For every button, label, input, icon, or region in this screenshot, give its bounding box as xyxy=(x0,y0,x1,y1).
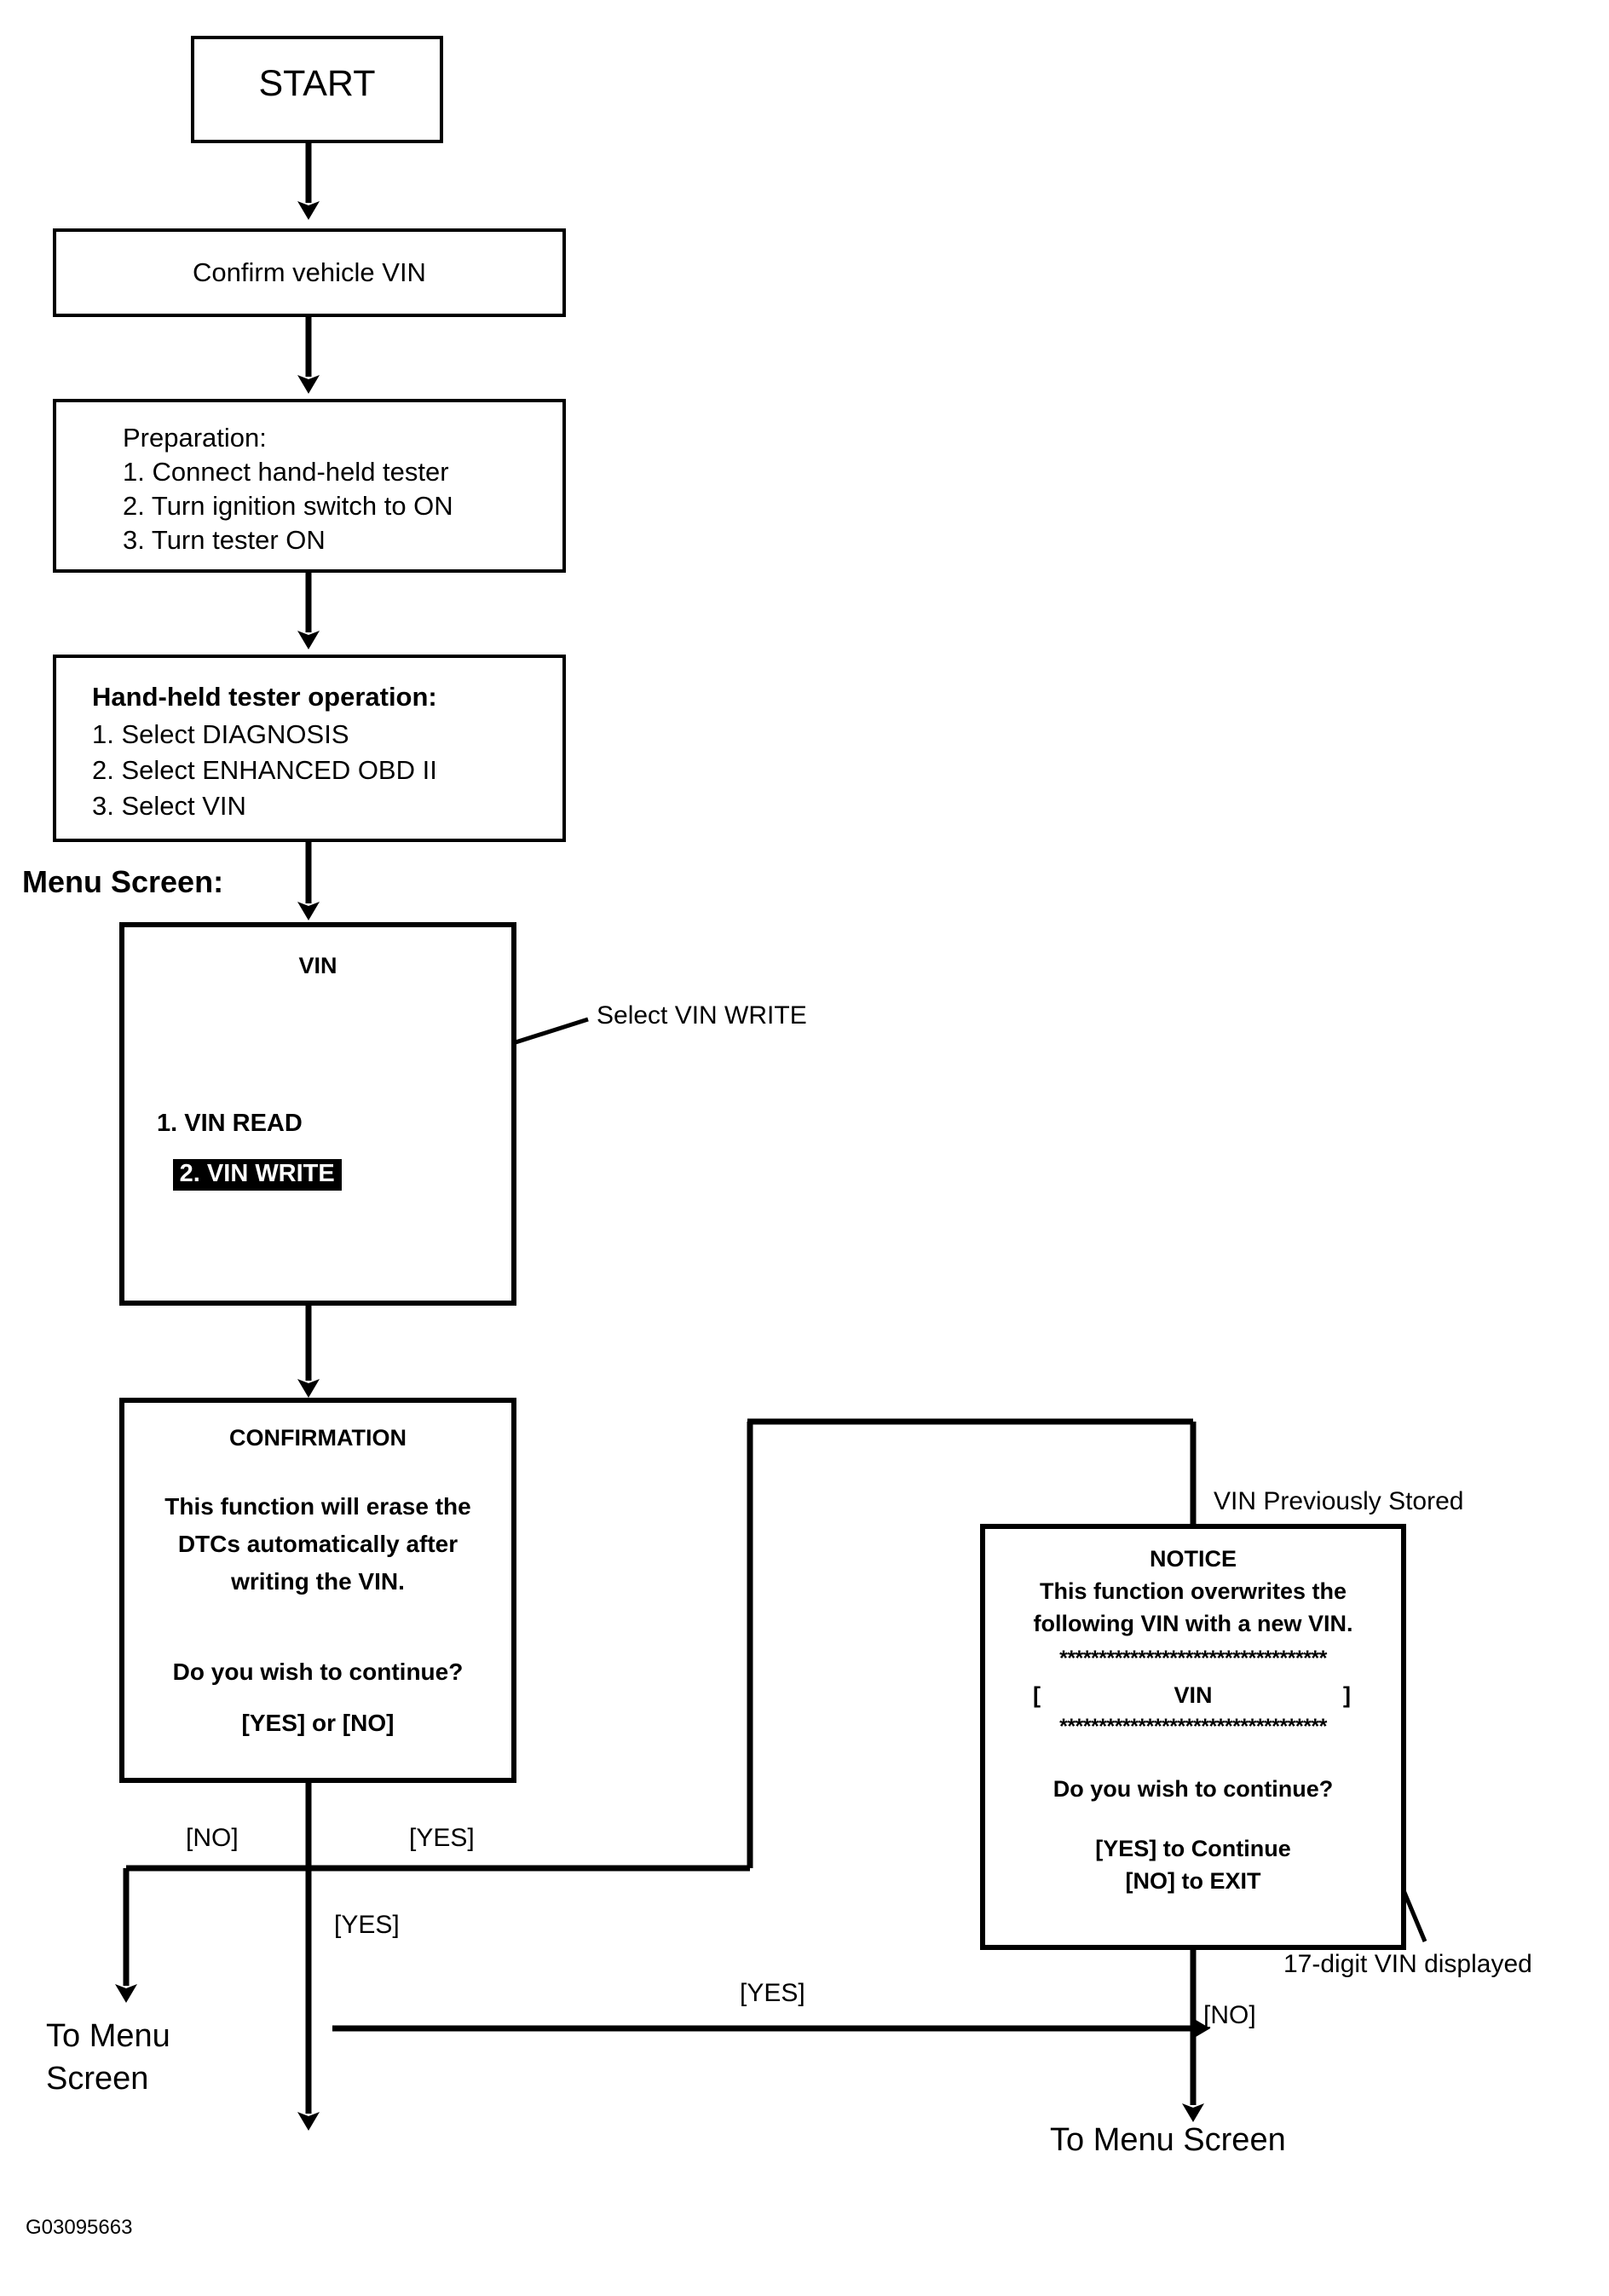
node-preparation-step-1: 1. Connect hand-held tester xyxy=(123,457,449,487)
screen-notice-separator-top: ********************************** xyxy=(1059,1647,1327,1670)
menu-item-vin-write-wrap[interactable]: 2. VIN WRITE xyxy=(150,1144,342,1206)
terminal-to-menu-screen-right: To Menu Screen xyxy=(1050,2122,1286,2158)
menu-item-vin-read[interactable]: 1. VIN READ xyxy=(157,1110,303,1137)
screen-notice-vin-field-label: VIN xyxy=(1174,1682,1213,1708)
figure-id-label: G03095663 xyxy=(26,2216,133,2239)
terminal-to-menu-screen-left-line-2: Screen xyxy=(46,2061,149,2097)
annotation-select-vin-write: Select VIN WRITE xyxy=(597,1001,807,1030)
screen-confirmation: CONFIRMATION This function will erase th… xyxy=(119,1398,516,1783)
node-start: START xyxy=(191,36,443,143)
node-tester-operation: Hand-held tester operation: 1. Select DI… xyxy=(53,655,566,842)
node-tester-operation-step-1: 1. Select DIAGNOSIS xyxy=(92,719,349,749)
screen-notice-choice-yes[interactable]: [YES] to Continue xyxy=(1095,1836,1291,1861)
node-preparation-step-2: 2. Turn ignition switch to ON xyxy=(123,491,453,521)
annotation-17-digit-vin: 17-digit VIN displayed xyxy=(1283,1950,1532,1978)
screen-confirmation-message-line-1: This function will erase the xyxy=(164,1493,471,1520)
menu-screen-caption: Menu Screen: xyxy=(22,864,224,899)
screen-notice-choice-no[interactable]: [NO] to EXIT xyxy=(1125,1868,1261,1894)
screen-confirmation-title: CONFIRMATION xyxy=(229,1425,407,1451)
node-confirm-vehicle-vin: Confirm vehicle VIN xyxy=(53,228,566,317)
screen-notice: NOTICE This function overwrites the foll… xyxy=(980,1524,1406,1950)
screen-confirmation-message-line-3: writing the VIN. xyxy=(231,1568,405,1595)
edge-label-notice-yes: [YES] xyxy=(740,1979,805,2007)
edge-label-confirmation-yes-down: [YES] xyxy=(334,1911,400,1939)
screen-notice-message-line-1: This function overwrites the xyxy=(1039,1578,1347,1604)
screen-vin-menu: VIN 1. VIN READ 2. VIN WRITE xyxy=(119,922,516,1306)
screen-notice-separator-bottom: ********************************** xyxy=(1059,1715,1327,1739)
screen-notice-message-line-2: following VIN with a new VIN. xyxy=(1033,1611,1353,1636)
screen-notice-question: Do you wish to continue? xyxy=(1052,1776,1334,1802)
node-preparation-step-3: 3. Turn tester ON xyxy=(123,525,326,555)
edge-label-confirmation-no: [NO] xyxy=(186,1824,239,1852)
screen-notice-vin-field-close: ] xyxy=(1343,1682,1351,1708)
screen-vin-menu-title: VIN xyxy=(298,953,337,978)
menu-item-vin-write[interactable]: 2. VIN WRITE xyxy=(172,1159,342,1191)
screen-confirmation-choices[interactable]: [YES] or [NO] xyxy=(241,1710,395,1736)
node-tester-operation-step-2: 2. Select ENHANCED OBD II xyxy=(92,755,437,785)
node-preparation: Preparation: 1. Connect hand-held tester… xyxy=(53,399,566,573)
node-confirm-vehicle-vin-label: Confirm vehicle VIN xyxy=(193,257,426,287)
edge-label-confirmation-yes: [YES] xyxy=(409,1824,475,1852)
node-preparation-heading: Preparation: xyxy=(123,423,267,453)
annotation-vin-previously-stored: VIN Previously Stored xyxy=(1214,1487,1464,1515)
terminal-to-menu-screen-left-line-1: To Menu xyxy=(46,2018,170,2054)
screen-notice-title: NOTICE xyxy=(1149,1546,1237,1572)
node-tester-operation-heading: Hand-held tester operation: xyxy=(92,682,437,712)
edge-label-notice-no: [NO] xyxy=(1203,2001,1256,2029)
screen-notice-vin-field-open: [ xyxy=(1033,1682,1041,1708)
node-tester-operation-step-3: 3. Select VIN xyxy=(92,791,246,821)
screen-confirmation-question: Do you wish to continue? xyxy=(172,1659,464,1685)
screen-confirmation-message-line-2: DTCs automatically after xyxy=(177,1531,458,1557)
node-start-label: START xyxy=(258,63,376,104)
